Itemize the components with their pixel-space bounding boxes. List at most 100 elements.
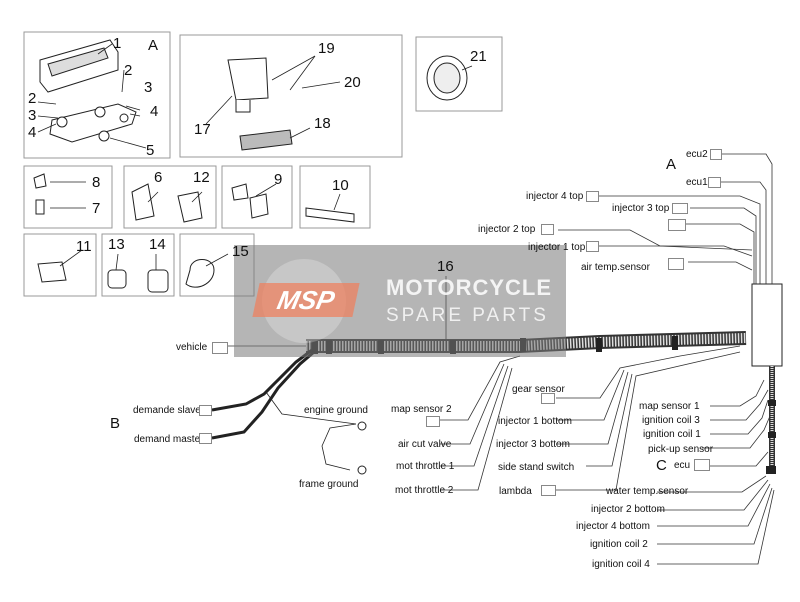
label-gear-sensor: gear sensor (512, 384, 565, 395)
part-number: 4 (150, 103, 159, 120)
label-air-cut-valve: air cut valve (398, 439, 452, 450)
label-ignition-coil-4: ignition coil 4 (592, 559, 650, 570)
part-number: 15 (232, 243, 249, 260)
connector-box (541, 224, 554, 235)
clamp-15 (185, 259, 215, 288)
label-mot-throttle-2: mot throttle 2 (395, 485, 454, 496)
panel-ecu (23, 31, 171, 159)
part-number: 19 (318, 40, 335, 57)
label-lambda: lambda (499, 486, 532, 497)
label-injector-2-bottom: injector 2 bottom (591, 504, 665, 515)
panel-sleeve (299, 165, 371, 229)
connector-box (586, 241, 599, 252)
watermark-line1: MOTORCYCLE (386, 275, 553, 300)
section-letter-a-top: A (148, 37, 159, 54)
panel-holder (23, 233, 97, 297)
label-engine-ground: engine ground (304, 405, 368, 416)
label-injector-2-top: injector 2 top (478, 224, 536, 235)
panel-grommet (415, 36, 503, 112)
part-number: 18 (314, 115, 331, 132)
pad (239, 129, 293, 151)
label-frame-ground: frame ground (299, 479, 359, 490)
ecu-bracket (49, 103, 137, 143)
label-injector-3-bottom: injector 3 bottom (496, 439, 570, 450)
part-number: 10 (332, 177, 349, 194)
connector-box (541, 393, 555, 404)
panel-relay (179, 34, 403, 158)
label-demand-master: demand master (134, 434, 204, 445)
part-number: 21 (470, 48, 487, 65)
part-number: 6 (154, 169, 163, 186)
label-injector-1-bottom: injector 1 bottom (498, 416, 572, 427)
watermark-line2: SPARE PARTS (386, 305, 549, 326)
part-number: 11 (76, 238, 92, 255)
label-injector-3-top: injector 3 top (612, 203, 670, 214)
connector-box (212, 342, 228, 354)
watermark-brand: MSP (252, 283, 360, 317)
panel-fasteners (23, 165, 113, 229)
label-air-temp-sensor: air temp.sensor (581, 262, 650, 273)
panel-bushings (101, 233, 175, 297)
part-number: 13 (108, 236, 125, 253)
part-number: 9 (274, 171, 283, 188)
holder (37, 261, 67, 283)
clamp-9b (249, 193, 269, 219)
label-ignition-coil-3: ignition coil 3 (642, 415, 700, 426)
section-letter-b: B (110, 415, 121, 432)
rubber-mount (56, 116, 68, 128)
label-ignition-coil-1: ignition coil 1 (643, 429, 701, 440)
connector-box (672, 203, 688, 214)
clamp-9a (231, 183, 249, 201)
label-mot-throttle-1: mot throttle 1 (396, 461, 455, 472)
label-water-temp-sensor: water temp.sensor (606, 486, 689, 497)
part-number: 8 (92, 174, 101, 191)
label-injector-4-bottom: injector 4 bottom (576, 521, 650, 532)
section-letter-c: C (656, 457, 667, 474)
part-number: 16 (437, 258, 454, 275)
connector-box (586, 191, 599, 202)
part-number: 4 (28, 124, 37, 141)
watermark: MSP MOTORCYCLE SPARE PARTS (234, 245, 566, 357)
label-demande-slave: demande slave (133, 405, 201, 416)
label-vehicle: vehicle (176, 342, 208, 353)
label-ecu1: ecu1 (686, 177, 708, 188)
label-injector-1-top: injector 1 top (528, 242, 586, 253)
connector-box (668, 219, 686, 231)
clip-12 (177, 191, 203, 223)
part-number: 3 (144, 79, 153, 96)
part-number: 2 (124, 62, 133, 79)
relay-body (227, 57, 269, 101)
section-letter-a-right: A (666, 156, 677, 173)
part-number: 1 (113, 35, 122, 52)
label-injector-4-top: injector 4 top (526, 191, 584, 202)
part-number: 12 (193, 169, 210, 186)
label-ecu: ecu (674, 460, 691, 471)
sleeve (305, 207, 355, 223)
connector-box (694, 459, 710, 471)
connector-box (710, 149, 722, 160)
part-number: 14 (149, 236, 166, 253)
label-map-sensor-1: map sensor 1 (639, 401, 700, 412)
connector-box (199, 405, 212, 416)
bushing-14 (147, 269, 169, 293)
part-number: 2 (28, 90, 37, 107)
panel-clips (123, 165, 217, 229)
bushing-13 (107, 269, 127, 289)
connector-box (708, 177, 721, 188)
clip-6 (131, 183, 155, 221)
screw-head (33, 173, 47, 189)
label-ecu2: ecu2 (686, 149, 708, 160)
connector-box (199, 433, 212, 444)
label-pick-up-sensor: pick-up sensor (648, 444, 714, 455)
label-map-sensor-2: map sensor 2 (391, 404, 452, 415)
part-number: 5 (146, 142, 155, 159)
connector-box (668, 258, 684, 270)
part-number: 3 (28, 107, 37, 124)
panel-clamps (221, 165, 293, 229)
label-ignition-coil-2: ignition coil 2 (590, 539, 648, 550)
part-number: 20 (344, 74, 361, 91)
label-side-stand-switch: side stand switch (498, 462, 575, 473)
part-number: 17 (194, 121, 211, 138)
part-number: 7 (92, 200, 101, 217)
